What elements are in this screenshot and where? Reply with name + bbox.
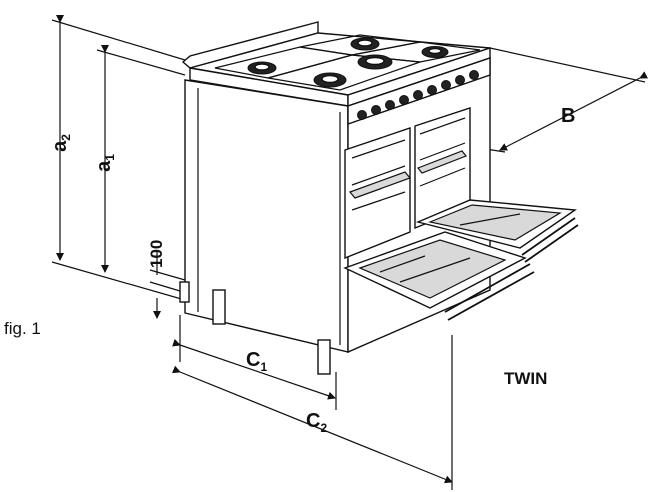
label-100: 100	[147, 240, 166, 268]
hob-burners	[214, 34, 481, 91]
side-panel	[184, 79, 349, 353]
label-c2: C2	[306, 410, 327, 435]
label-a1: a1	[93, 154, 117, 172]
label-a1-sub: 1	[103, 154, 117, 161]
dimension-c2-line	[172, 335, 453, 490]
svg-text:a1: a1	[93, 154, 117, 172]
label-a2-main: a	[49, 140, 71, 152]
dimension-a1-line	[96, 45, 186, 273]
label-c1-sub: 1	[260, 360, 267, 374]
label-b: B	[561, 105, 575, 127]
label-a1-main: a	[93, 160, 115, 172]
label-a2: a2	[49, 134, 73, 152]
svg-text:a2: a2	[49, 134, 73, 152]
label-c1: C1	[246, 349, 267, 374]
back-splash	[181, 21, 319, 69]
label-c2-sub: 2	[320, 421, 327, 435]
dimension-a2-line	[51, 15, 186, 301]
label-c2-main: C	[306, 410, 320, 432]
oven-door-left	[343, 231, 535, 321]
control-knobs	[357, 70, 479, 120]
figure-label: fig. 1	[4, 319, 41, 338]
model-label: TWIN	[504, 369, 547, 388]
label-100-group: 100	[147, 240, 166, 268]
label-c1-main: C	[246, 349, 260, 371]
oven-cavities	[344, 107, 471, 260]
cooker-legs	[179, 281, 331, 375]
label-a2-sub: 2	[59, 134, 73, 141]
oven-door-right	[415, 199, 579, 263]
